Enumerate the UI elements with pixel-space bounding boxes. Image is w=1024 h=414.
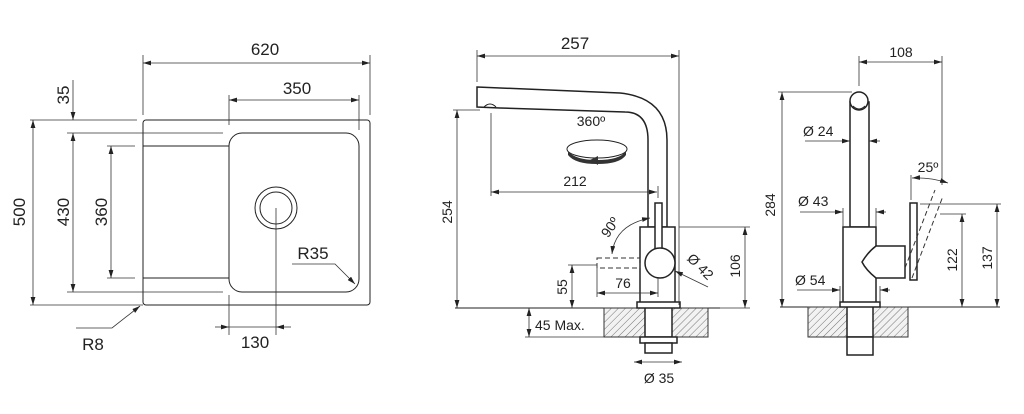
dim-137: 137 <box>979 246 995 270</box>
dim-dia35: Ø 35 <box>644 370 675 386</box>
dim-130: 130 <box>241 333 269 352</box>
front-spout-head <box>849 91 869 111</box>
front-lever <box>909 202 918 281</box>
dim-dia43: Ø 43 <box>798 193 829 209</box>
dim-106: 106 <box>727 254 743 278</box>
dim-r35: R35 <box>297 244 328 263</box>
dim-76: 76 <box>615 275 631 291</box>
dim-500: 500 <box>10 198 29 226</box>
lever <box>654 202 663 254</box>
dim-212: 212 <box>563 173 587 189</box>
dim-r8: R8 <box>82 335 104 354</box>
dim-350: 350 <box>283 79 311 98</box>
dim-35: 35 <box>54 86 73 105</box>
dim-90deg: 90º <box>597 214 622 240</box>
dim-122: 122 <box>944 248 960 272</box>
bowl-outline <box>228 132 360 293</box>
rotation-arrow-icon <box>566 139 628 165</box>
dim-430: 430 <box>54 198 73 226</box>
dim-108: 108 <box>889 44 913 60</box>
dim-620: 620 <box>251 40 279 59</box>
dim-55: 55 <box>554 279 570 295</box>
tap-front-view: 108 284 Ø 24 Ø 43 25º Ø 54 122 137 <box>762 44 1001 356</box>
front-spout-pipe <box>849 101 870 228</box>
rotation-label: 360º <box>577 113 605 129</box>
handle <box>644 247 676 279</box>
dim-45max: 45 Max. <box>535 317 585 333</box>
sink-top-view: 620 350 500 35 430 360 R35 R8 130 <box>10 40 371 354</box>
dim-254: 254 <box>439 200 455 224</box>
front-handle-connector <box>861 245 906 279</box>
sink-outline <box>142 119 371 306</box>
dim-dia54: Ø 54 <box>795 272 826 288</box>
tap-side-view: 257 254 360º 212 90º 55 76 Ø 42 106 <box>439 34 750 386</box>
dim-dia24: Ø 24 <box>803 123 834 139</box>
dim-25deg: 25º <box>918 159 939 175</box>
dim-284: 284 <box>762 193 778 217</box>
dim-360: 360 <box>92 198 111 226</box>
dim-257: 257 <box>561 34 589 53</box>
